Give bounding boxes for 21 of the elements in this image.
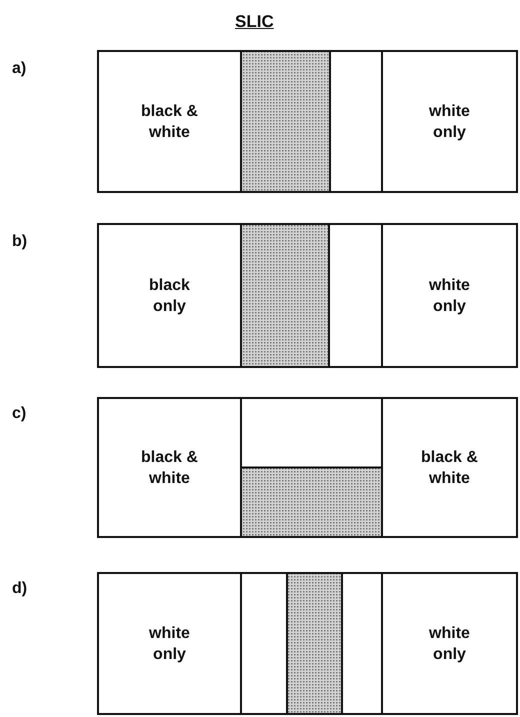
compartment-label: black & white	[140, 448, 199, 488]
panel-label: c)	[12, 405, 26, 423]
panel-compartment	[97, 223, 242, 368]
panel-compartment	[97, 50, 242, 193]
compartment-label: white only	[428, 102, 471, 142]
compartment-label: white only	[428, 624, 471, 664]
compartment-label: white only	[428, 276, 471, 316]
panel-compartment	[381, 572, 518, 715]
panel-label: a)	[12, 60, 26, 78]
panel-compartment	[381, 397, 518, 538]
panel-compartment	[97, 572, 242, 715]
compartment-label: black & white	[140, 102, 199, 142]
panel-compartment	[381, 223, 518, 368]
panel-compartment	[381, 50, 518, 193]
compartment-label: black & white	[420, 448, 479, 488]
compartment-label: white only	[148, 624, 191, 664]
compartment-label: black only	[148, 276, 191, 316]
title: SLIC	[235, 12, 274, 32]
panel-label: d)	[12, 580, 28, 598]
panel-label: b)	[12, 233, 28, 251]
panel-compartment	[97, 397, 242, 538]
